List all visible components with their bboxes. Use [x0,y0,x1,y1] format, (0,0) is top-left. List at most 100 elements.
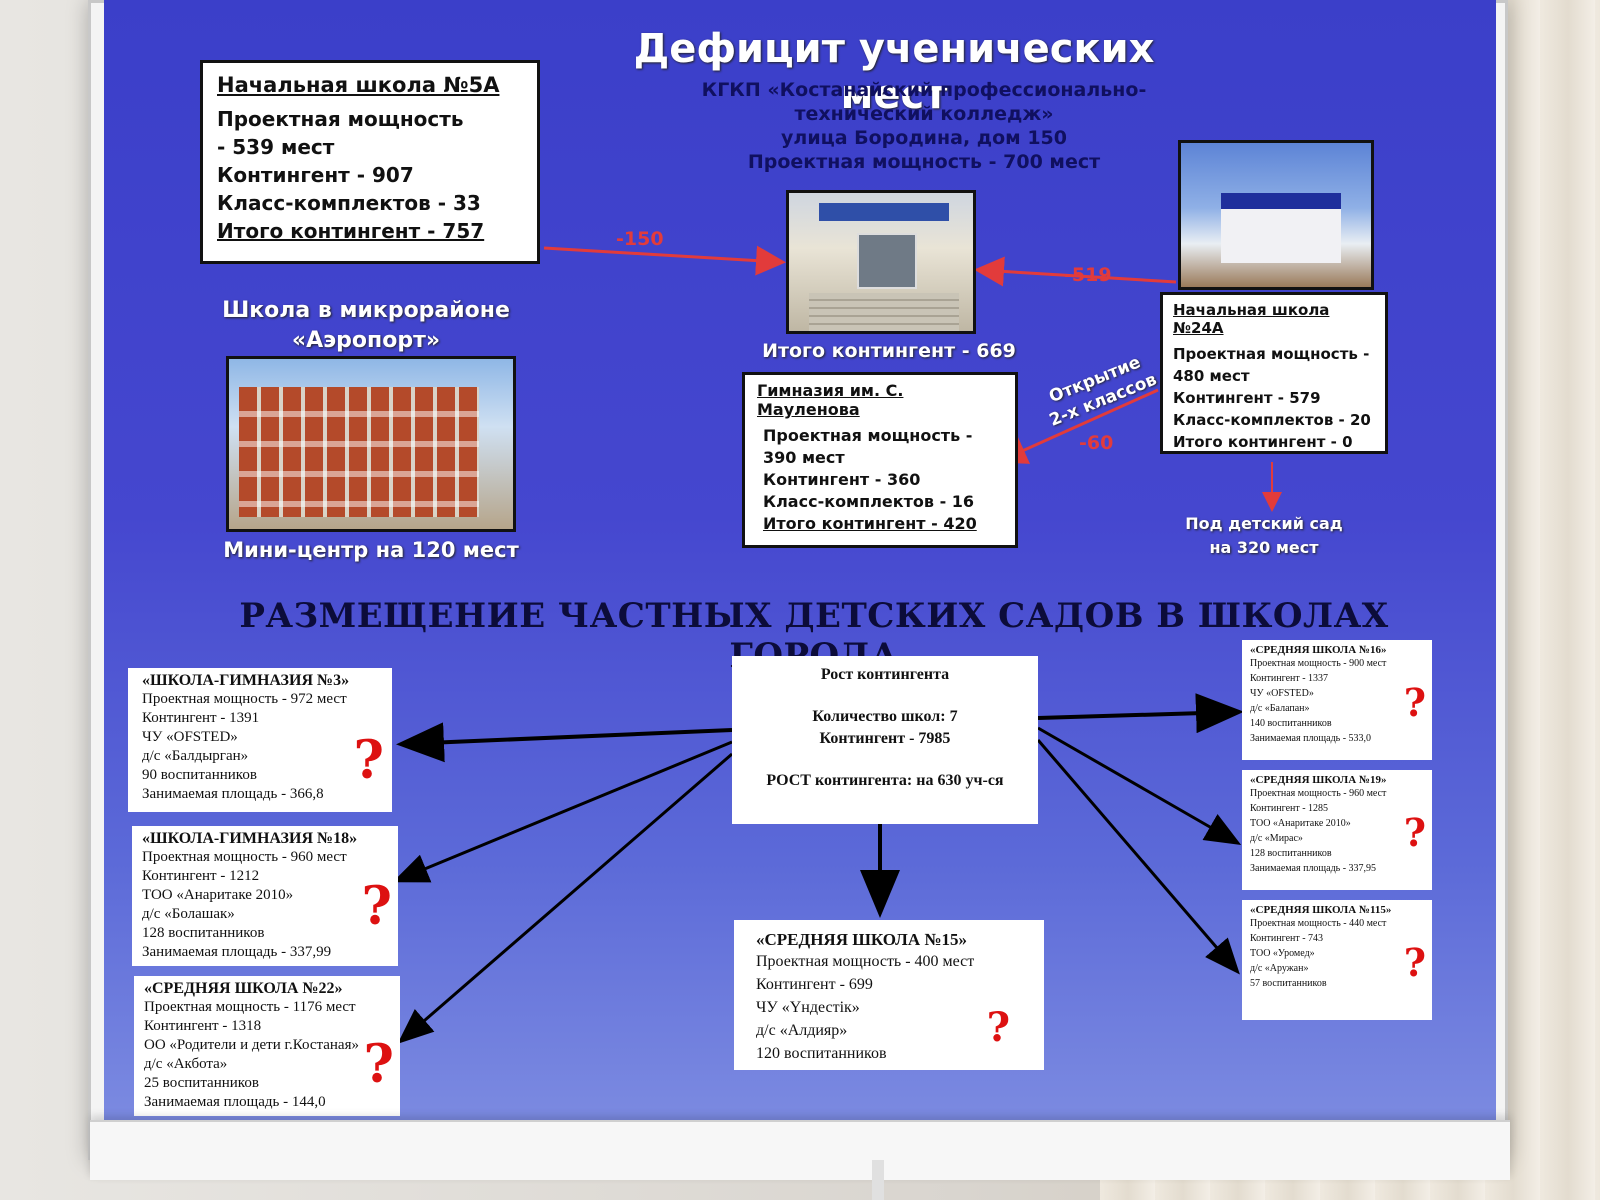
school-card-line: Контингент - 1212 [142,868,260,884]
school-24a-card: Начальная школа №24А Проектная мощность … [1160,292,1388,454]
school-card-line: д/с «Мирас» [1250,833,1303,844]
growth-card: Рост контингента Количество школ: 7 Конт… [732,656,1038,824]
poster: Дефицит ученических мест КГКП «Костанайс… [104,0,1496,1150]
school-5a-line: - 539 мест [217,135,335,159]
question-mark-icon: ? [986,1004,1010,1051]
question-mark-icon: ? [363,1034,394,1095]
school-card-line: 120 воспитанников [756,1045,887,1062]
gymnasium-line: Контингент - 360 [763,470,921,489]
opening-caption: Открытие 2-х классов [1021,342,1177,439]
school-card-line: Проектная мощность - 972 мест [142,691,347,707]
school-card-line: д/с «Аружан» [1250,963,1309,974]
arrow-to-s18 [392,740,733,883]
question-mark-icon: ? [353,730,384,791]
school-24a-building [1221,193,1341,263]
growth-title: Рост контингента [820,666,950,683]
gymnasium-card: Гимназия им. С. Мауленова Проектная мощн… [742,372,1018,548]
school-card-line: Занимаемая площадь - 366,8 [142,786,324,802]
school-card-line: Проектная мощность - 960 мест [1250,788,1387,799]
kindergarten-caption-line1: Под детский сад [1185,514,1343,533]
poster-title: Дефицит ученических мест [633,26,1155,118]
school-card-line: Проектная мощность - 900 мест [1250,658,1387,669]
school-card-line: Занимаемая площадь - 144,0 [144,1094,326,1110]
school-card-title: «ШКОЛА-ГИМНАЗИЯ №3» [142,672,350,689]
school-card-16: «СРЕДНЯЯ ШКОЛА №16» Проектная мощность -… [1242,640,1432,760]
school-5a-title: Начальная школа №5А [217,73,500,97]
school-card-line: Проектная мощность - 440 мест [1250,918,1387,929]
school-card-115: «СРЕДНЯЯ ШКОЛА №115» Проектная мощность … [1242,900,1432,1020]
school-card-line: ЧУ «OFSTED» [142,729,238,745]
arrow-to-s115 [1036,739,1240,975]
college-door [857,233,917,289]
school-card-title: «ШКОЛА-ГИМНАЗИЯ №18» [142,830,358,847]
gymnasium-line: Итого контингент - 420 [763,514,977,533]
school-card-line: Проектная мощность - 400 мест [756,953,975,970]
school-24a-line: Итого контингент - 0 [1173,433,1353,451]
school-5a-line: Контингент - 907 [217,163,414,187]
stand-pole [872,1160,884,1200]
college-address: улица Бородина, дом 150 [781,127,1067,149]
school-card-line: Занимаемая площадь - 533,0 [1250,733,1372,744]
school-24a-title: Начальная школа №24А [1173,301,1330,337]
school-card-line: Контингент - 1285 [1250,803,1329,814]
school-card-3: «ШКОЛА-ГИМНАЗИЯ №3» Проектная мощность -… [128,668,392,812]
school-card-line: ОО «Родители и дети г.Костаная» [144,1037,359,1053]
school-24a-line: Проектная мощность - [1173,345,1370,363]
college-steps [809,293,959,331]
question-mark-icon: ? [361,876,392,937]
college-name-line2: технический колледж» [794,103,1054,125]
school-card-line: ЧУ «OFSTED» [1250,688,1314,699]
college-info: КГКП «Костанайский профессионально- техн… [664,78,1184,174]
private-kindergartens-heading: РАЗМЕЩЕНИЕ ЧАСТНЫХ ДЕТСКИХ САДОВ В ШКОЛА… [239,596,1389,676]
school-5a-line: Класс-комплектов - 33 [217,191,481,215]
school-card-line: ТОО «Уромед» [1250,948,1315,959]
school-card-line: 57 воспитанников [1250,978,1327,989]
school-card-title: «СРЕДНЯЯ ШКОЛА №16» [1250,644,1387,656]
school-24a-photo [1178,140,1374,290]
school-card-line: д/с «Балдырган» [142,748,249,764]
college-photo [786,190,976,334]
school-card-line: ТОО «Анаритаке 2010» [142,887,294,903]
school-card-line: Контингент - 699 [756,976,873,993]
college-sign [819,203,949,221]
growth-rise: РОСТ контингента: на 630 уч-ся [766,772,1004,789]
gymnasium-line: Проектная мощность - [763,426,973,445]
college-name-line1: КГКП «Костанайский профессионально- [701,79,1147,101]
school-24a-line: Контингент - 579 [1173,389,1321,407]
school-24a-line: 480 мест [1173,367,1250,385]
question-mark-icon: ? [1403,810,1426,855]
airport-caption-line1: Школа в микрорайоне [222,298,510,323]
gymnasium-line: Класс-комплектов - 16 [763,492,975,511]
school-card-line: Занимаемая площадь - 337,95 [1250,863,1377,874]
kindergarten-caption: Под детский сад на 320 мест [1144,512,1384,560]
school-card-22: «СРЕДНЯЯ ШКОЛА №22» Проектная мощность -… [134,976,400,1116]
school-card-line: 90 воспитанников [142,767,257,783]
school-card-19: «СРЕДНЯЯ ШКОЛА №19» Проектная мощность -… [1242,770,1432,890]
airport-school-photo [226,356,516,532]
question-mark-icon: ? [1403,940,1426,985]
arrow-to-s19 [1037,726,1242,845]
airport-caption-line2: «Аэропорт» [291,328,441,353]
school-card-line: д/с «Балапан» [1250,703,1310,714]
school-card-line: Проектная мощность - 960 мест [142,849,347,865]
arrow-to-s3 [396,722,733,763]
school-card-18: «ШКОЛА-ГИМНАЗИЯ №18» Проектная мощность … [132,826,398,966]
school-card-line: Контингент - 1391 [142,710,260,726]
school-card-line: д/с «Алдияр» [756,1022,848,1039]
airport-windows [239,387,479,517]
mini-center-caption: Мини-центр на 120 мест [223,538,519,562]
school-card-line: 25 воспитанников [144,1075,259,1091]
transfer-label-150: -150 [616,228,664,250]
arrow-5a-to-college [543,245,786,276]
arrow-to-s16 [1037,693,1244,734]
school-card-line: Контингент - 1318 [144,1018,262,1034]
school-5a-line: Итого контингент - 757 [217,219,485,243]
school-card-title: «СРЕДНЯЯ ШКОЛА №22» [144,980,343,997]
college-capacity: Проектная мощность - 700 мест [747,151,1101,173]
kindergarten-caption-line2: на 320 мест [1209,538,1319,557]
school-card-title: «СРЕДНЯЯ ШКОЛА №19» [1250,774,1387,786]
growth-contingent: Контингент - 7985 [819,730,951,747]
school-card-line: 128 воспитанников [142,925,265,941]
school-card-line: Контингент - 1337 [1250,673,1329,684]
school-card-line: Занимаемая площадь - 337,99 [142,944,332,960]
